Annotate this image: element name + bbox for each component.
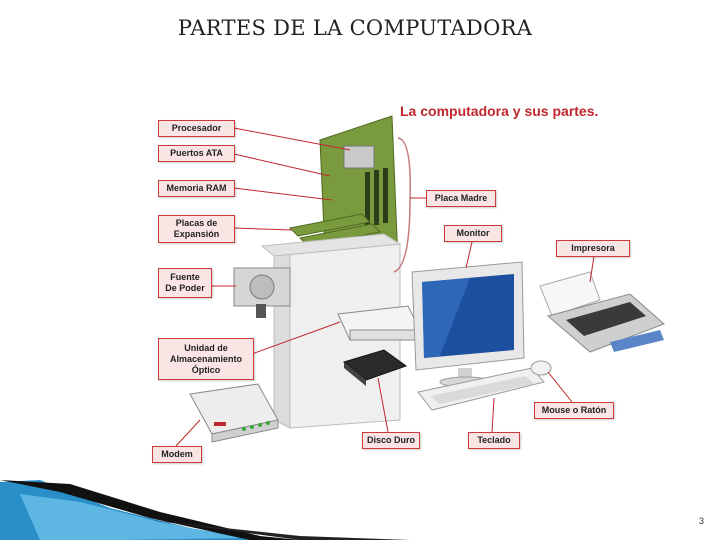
label-monitor: Monitor	[444, 225, 502, 242]
slide-title: PARTES DE LA COMPUTADORA	[177, 16, 533, 40]
page-number: 3	[698, 516, 704, 526]
label-placa-madre-text: Placa Madre	[434, 193, 488, 203]
label-placas-line1: Placas de	[175, 218, 218, 228]
label-fuente-line1: Fuente	[170, 272, 200, 282]
label-puertos-ata-text: Puertos ATA	[170, 148, 223, 158]
mouse-illustration	[530, 360, 552, 376]
monitor-illustration	[411, 261, 525, 388]
modem-illustration	[189, 383, 279, 443]
label-unidad-optica: Unidad de Almacenamiento Óptico	[158, 338, 254, 380]
printer-illustration	[539, 271, 665, 353]
label-fuente-line2: De Poder	[165, 283, 205, 293]
motherboard-bracket	[393, 137, 411, 273]
label-placa-madre: Placa Madre	[426, 190, 496, 207]
label-memoria-ram: Memoria RAM	[158, 180, 235, 197]
label-unidad-line1: Unidad de	[184, 342, 228, 353]
label-mouse: Mouse o Ratón	[534, 402, 614, 419]
hard-disk-illustration	[342, 349, 408, 386]
label-impresora-text: Impresora	[571, 243, 615, 253]
label-placas-expansion: Placas de Expansión	[158, 215, 235, 243]
label-procesador: Procesador	[158, 120, 235, 137]
label-puertos-ata: Puertos ATA	[158, 145, 235, 162]
label-disco-duro: Disco Duro	[362, 432, 420, 449]
keyboard-illustration	[417, 367, 545, 411]
power-supply-illustration	[233, 267, 291, 318]
label-mouse-text: Mouse o Ratón	[541, 405, 607, 415]
corner-swoosh	[0, 480, 410, 540]
label-monitor-text: Monitor	[456, 228, 490, 238]
label-teclado: Teclado	[468, 432, 520, 449]
label-impresora: Impresora	[556, 240, 630, 257]
label-modem-text: Modem	[161, 449, 193, 459]
label-placas-line2: Expansión	[173, 229, 220, 239]
label-disco-duro-text: Disco Duro	[366, 435, 415, 445]
label-fuente-poder: Fuente De Poder	[158, 268, 212, 298]
label-unidad-line2: Almacenamiento	[169, 353, 243, 364]
label-procesador-text: Procesador	[171, 123, 222, 133]
diagram-title: La computadora y sus partes.	[400, 103, 599, 119]
label-unidad-line3: Óptico	[191, 364, 221, 375]
label-teclado-text: Teclado	[477, 435, 511, 445]
label-memoria-ram-text: Memoria RAM	[166, 183, 227, 193]
label-modem: Modem	[152, 446, 202, 463]
leader-lines	[175, 127, 595, 447]
